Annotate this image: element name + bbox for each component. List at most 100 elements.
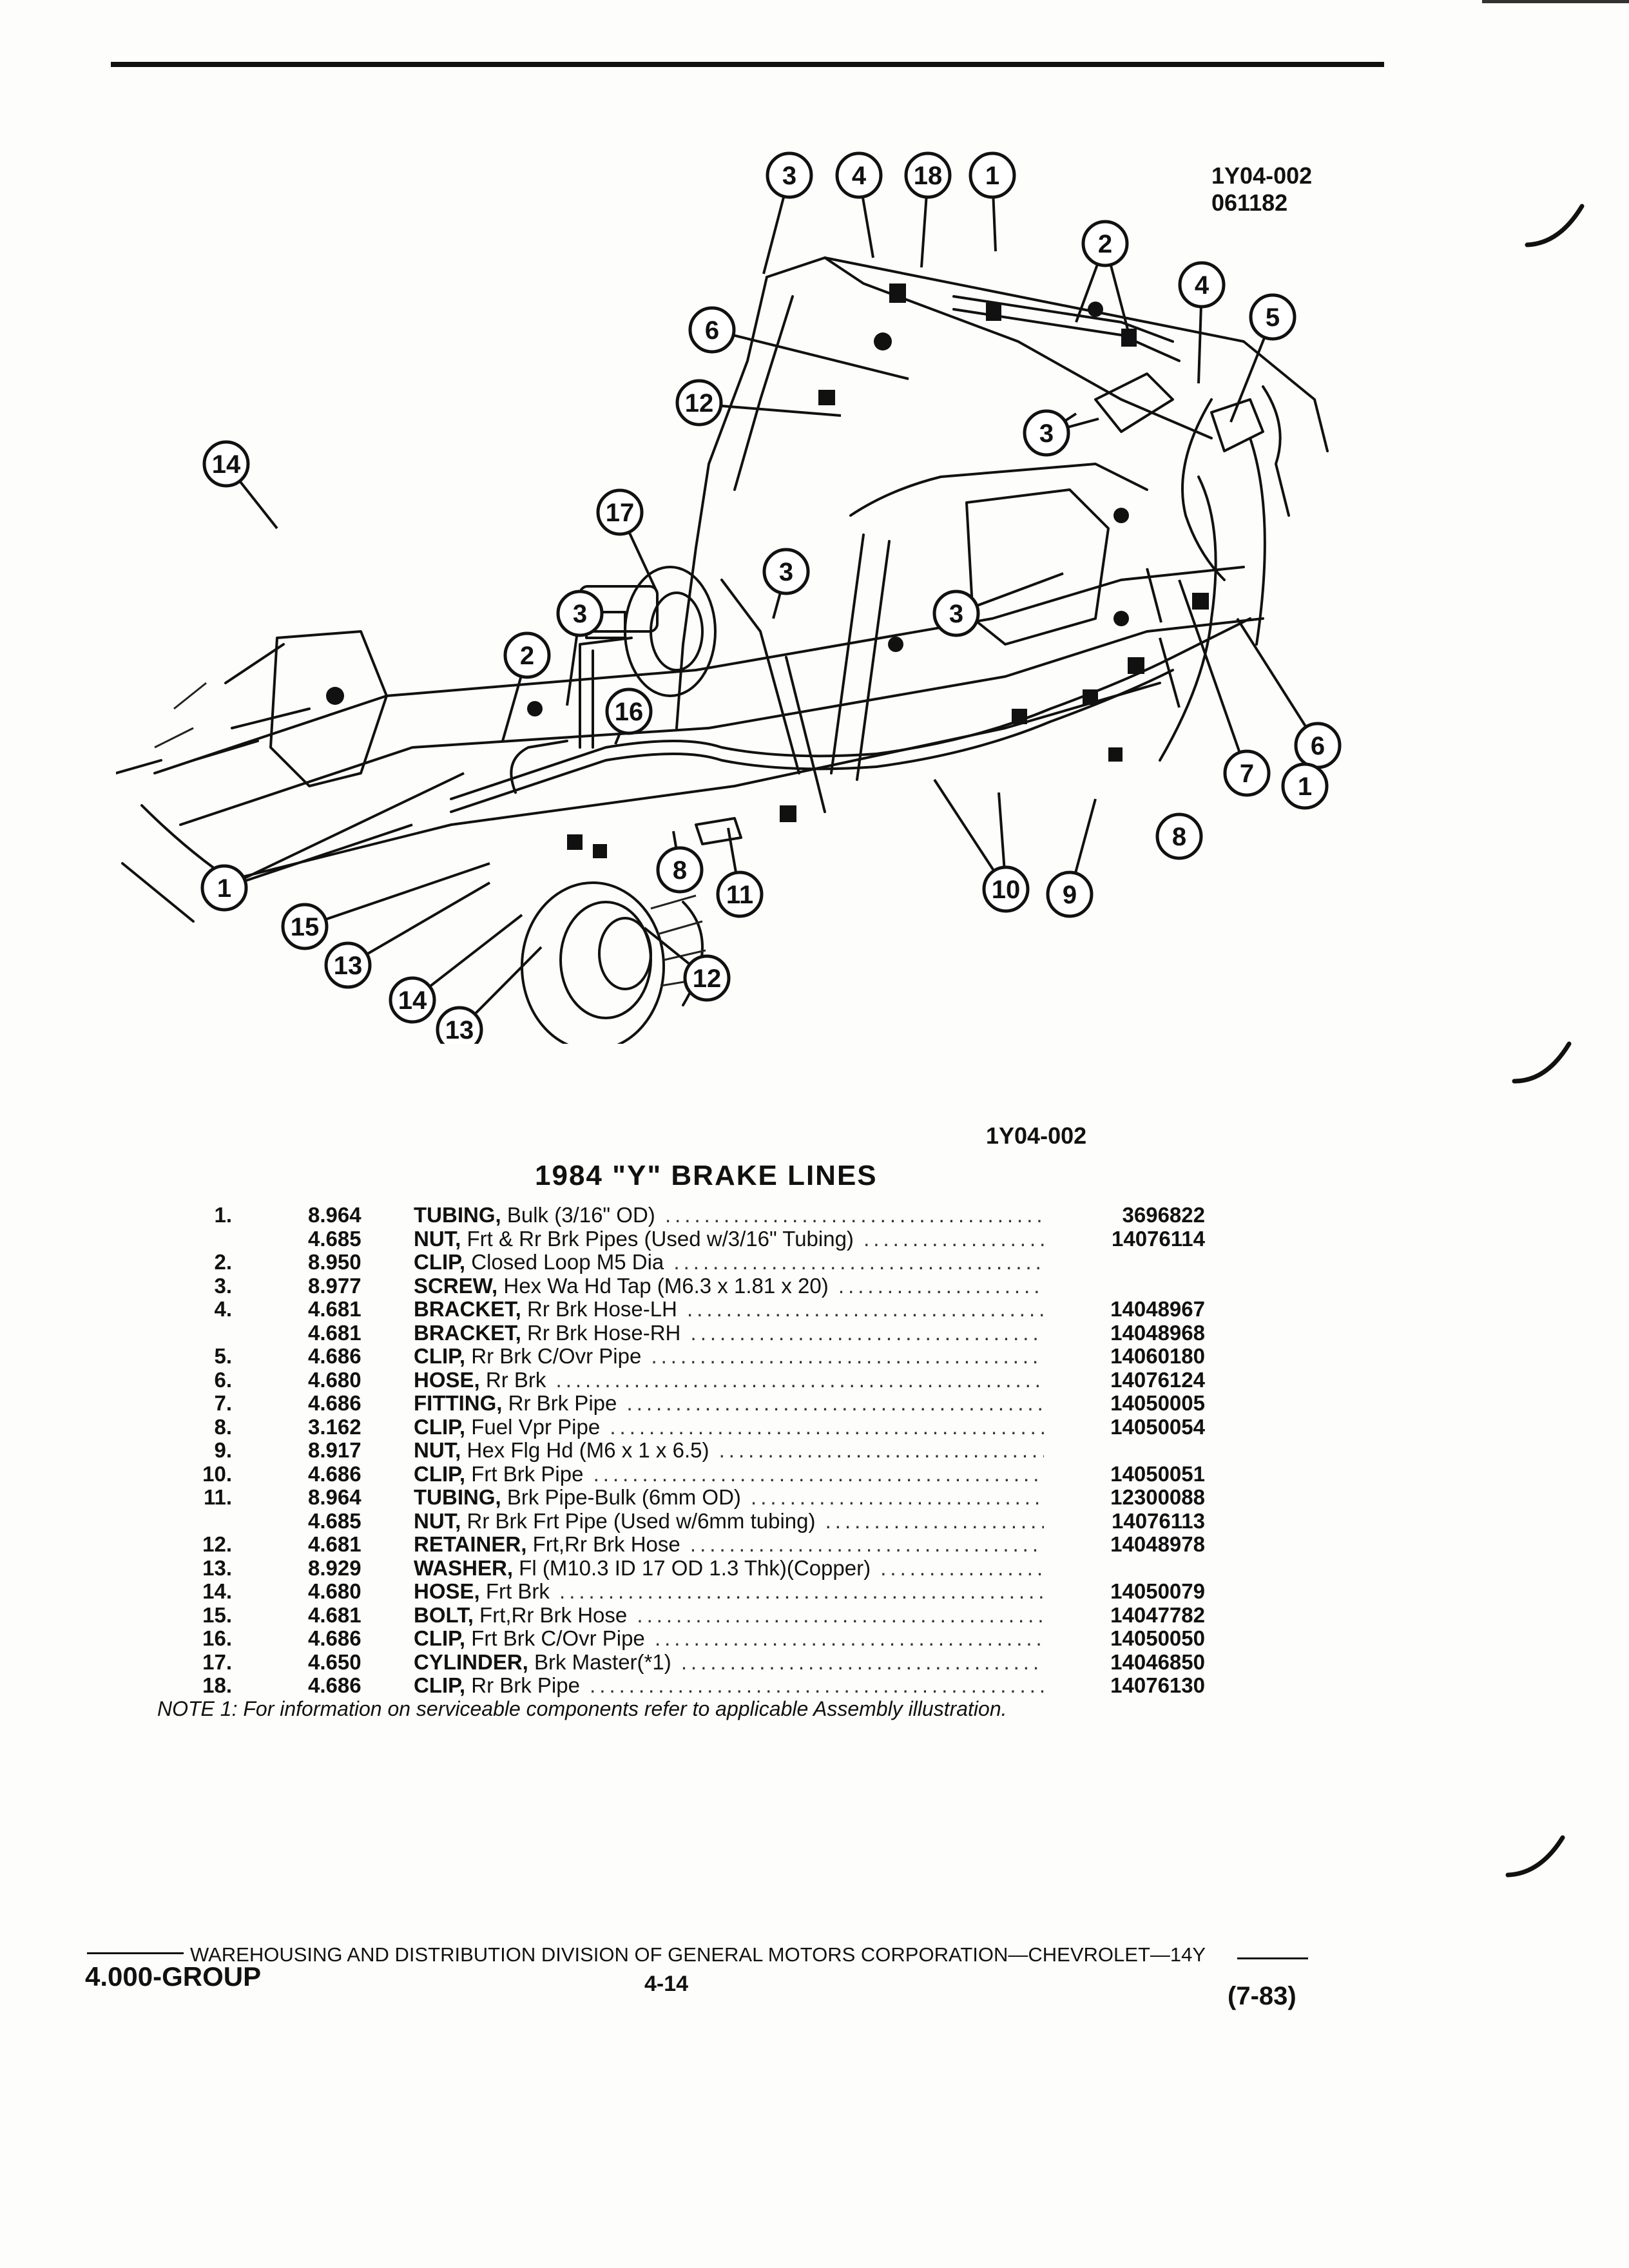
callout-6: 6 (1294, 722, 1342, 769)
svg-text:3: 3 (782, 162, 796, 190)
svg-text:16: 16 (615, 698, 644, 726)
svg-text:7: 7 (1240, 760, 1254, 788)
callout-11: 11 (716, 870, 764, 918)
part-description: CLIP, Frt Brk Pipe .....................… (414, 1463, 1044, 1486)
svg-text:8: 8 (1172, 823, 1186, 851)
part-description: RETAINER, Frt,Rr Brk Hose ..............… (414, 1533, 1044, 1556)
part-name: FITTING, (414, 1392, 503, 1415)
callout-2: 2 (503, 631, 551, 679)
group-code: 4.681 (308, 1297, 361, 1321)
callout-13: 13 (324, 941, 372, 989)
item-number: 8. (214, 1414, 232, 1439)
group-code: 4.681 (308, 1320, 361, 1345)
part-description: CLIP, Rr Brk C/Ovr Pipe ................… (414, 1345, 1044, 1368)
item-number: 3. (214, 1273, 232, 1298)
part-detail: Closed Loop M5 Dia (465, 1251, 664, 1274)
part-detail: Brk Master(*1) (528, 1650, 671, 1674)
svg-text:5: 5 (1266, 303, 1280, 332)
callout-14: 14 (202, 440, 250, 488)
part-detail: Brk Pipe-Bulk (6mm OD) (501, 1486, 741, 1509)
group-code: 8.964 (308, 1485, 361, 1509)
part-number: 14046850 (1110, 1649, 1205, 1674)
svg-text:10: 10 (992, 876, 1021, 904)
part-detail: Rr Brk Frt Pipe (Used w/6mm tubing) (461, 1509, 816, 1533)
item-number: 17. (202, 1649, 232, 1674)
item-number: 12. (202, 1532, 232, 1556)
svg-text:2: 2 (1098, 230, 1112, 258)
footer-rule-right (1237, 1957, 1308, 1959)
item-number: 1. (214, 1203, 232, 1227)
part-description: CLIP, Closed Loop M5 Dia ...............… (414, 1251, 1044, 1274)
footer-division: WAREHOUSING AND DISTRIBUTION DIVISION OF… (190, 1943, 1206, 1966)
parts-row: 4.685 NUT, Rr Brk Frt Pipe (Used w/6mm tu… (155, 1508, 1205, 1533)
crop-mark-icon (1512, 1041, 1572, 1084)
part-number: 14050079 (1110, 1579, 1205, 1603)
part-description: CLIP, Rr Brk Pipe ......................… (414, 1674, 1044, 1697)
part-detail: Frt,Rr Brk Hose (526, 1533, 680, 1556)
leader-dots: ........................................… (559, 1580, 1044, 1603)
leader-dots: ........................................… (654, 1627, 1044, 1650)
part-number: 14048967 (1110, 1297, 1205, 1321)
callout-3: 3 (932, 590, 980, 637)
caption-reference: 1Y04-002 (986, 1122, 1087, 1149)
item-number: 9. (214, 1438, 232, 1462)
svg-text:3: 3 (779, 558, 793, 586)
part-name: RETAINER, (414, 1533, 527, 1556)
leader-dots: ........................................… (690, 1321, 1044, 1345)
callout-16: 16 (605, 687, 653, 735)
svg-text:13: 13 (334, 952, 363, 980)
group-number: 4.000-GROUP (85, 1961, 262, 1992)
svg-text:6: 6 (705, 316, 719, 345)
part-number: 14050005 (1110, 1391, 1205, 1415)
svg-text:12: 12 (685, 389, 714, 418)
part-name: CLIP, (414, 1462, 466, 1486)
group-code: 8.950 (308, 1250, 361, 1274)
leader-dots: ........................................… (590, 1674, 1044, 1697)
part-description: NUT, Rr Brk Frt Pipe (Used w/6mm tubing)… (414, 1510, 1044, 1533)
callout-1: 1 (200, 864, 248, 912)
part-name: CYLINDER, (414, 1650, 528, 1674)
part-number: 14076124 (1110, 1367, 1205, 1392)
figure-reference: 1Y04-002 061182 (1211, 162, 1312, 216)
item-number: 18. (202, 1673, 232, 1697)
callout-5: 5 (1249, 293, 1296, 341)
part-name: TUBING, (414, 1486, 501, 1509)
callout-15: 15 (281, 903, 329, 950)
part-number: 14076114 (1111, 1226, 1205, 1251)
leader-dots: ........................................… (825, 1509, 1044, 1533)
leader-dots: ........................................… (689, 1533, 1044, 1556)
part-name: NUT, (414, 1439, 461, 1462)
svg-text:4: 4 (1195, 271, 1210, 300)
part-name: SCREW, (414, 1274, 498, 1298)
group-code: 4.685 (308, 1508, 361, 1533)
part-name: NUT, (414, 1509, 461, 1533)
leader-dots: ........................................… (680, 1650, 1044, 1674)
part-name: CLIP, (414, 1251, 466, 1274)
callout-6: 6 (688, 306, 736, 354)
part-name: BOLT, (414, 1603, 474, 1627)
part-detail: Fl (M10.3 ID 17 OD 1.3 Thk)(Copper) (513, 1556, 871, 1580)
figure-ref-id: 1Y04-002 (1211, 162, 1313, 189)
header-rule (111, 62, 1384, 67)
part-number: 14050050 (1110, 1626, 1205, 1650)
brake-lines-diagram: 3 4 18 1 2 4 5 6 12 3 17 14 3 3 2 16 3 6… (116, 151, 1342, 1044)
footnote: NOTE 1: For information on serviceable c… (157, 1697, 1007, 1720)
group-code: 4.681 (308, 1532, 361, 1556)
part-detail: Frt Brk Pipe (465, 1462, 584, 1486)
part-name: TUBING, (414, 1204, 501, 1227)
svg-text:9: 9 (1063, 881, 1077, 909)
svg-text:1: 1 (985, 162, 999, 190)
part-number: 14048968 (1110, 1320, 1205, 1345)
footer-rule-left (87, 1952, 184, 1954)
callout-4: 4 (1178, 261, 1226, 309)
item-number: 4. (214, 1297, 232, 1321)
part-description: CYLINDER, Brk Master(*1) ...............… (414, 1651, 1044, 1674)
